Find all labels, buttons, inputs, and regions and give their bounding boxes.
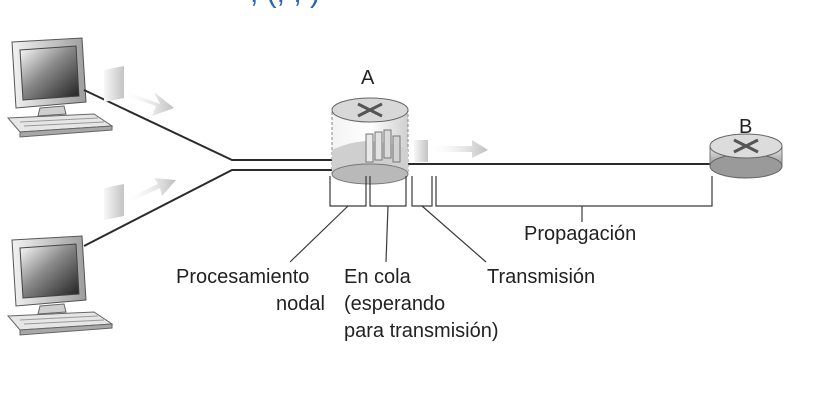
bracket-transmission	[411, 176, 433, 207]
callout-processing	[289, 205, 349, 263]
queue-label-line2: (esperando	[344, 293, 446, 315]
computer-top-icon	[6, 37, 114, 138]
router-b-icon	[709, 133, 783, 179]
link-top	[83, 89, 335, 161]
router-a-icon	[331, 97, 409, 185]
title-fragment-text: , (, , )	[250, 0, 320, 10]
computer-bottom-icon	[6, 235, 114, 336]
processing-label-line2: nodal	[276, 293, 325, 315]
title-fragment: , (, , )	[0, 0, 817, 12]
queue-label-line1: En cola	[344, 266, 411, 288]
callout-lines	[289, 205, 583, 263]
links	[83, 89, 712, 247]
packet-bottom-icon	[104, 178, 176, 220]
callout-queue	[385, 205, 389, 263]
link-bottom	[83, 169, 335, 247]
processing-label-line1: Procesamiento	[176, 266, 310, 288]
propagation-label: Propagación	[524, 223, 637, 245]
router-a-label: A	[361, 67, 375, 89]
callout-transmission	[421, 205, 487, 263]
bracket-propagation	[435, 176, 713, 207]
router-b-label: B	[739, 116, 753, 138]
packet-top-icon	[104, 66, 174, 116]
queue-label-line3: para transmisión)	[344, 320, 499, 342]
packet-transmit-icon	[414, 140, 488, 162]
transmission-label: Transmisión	[487, 266, 596, 288]
